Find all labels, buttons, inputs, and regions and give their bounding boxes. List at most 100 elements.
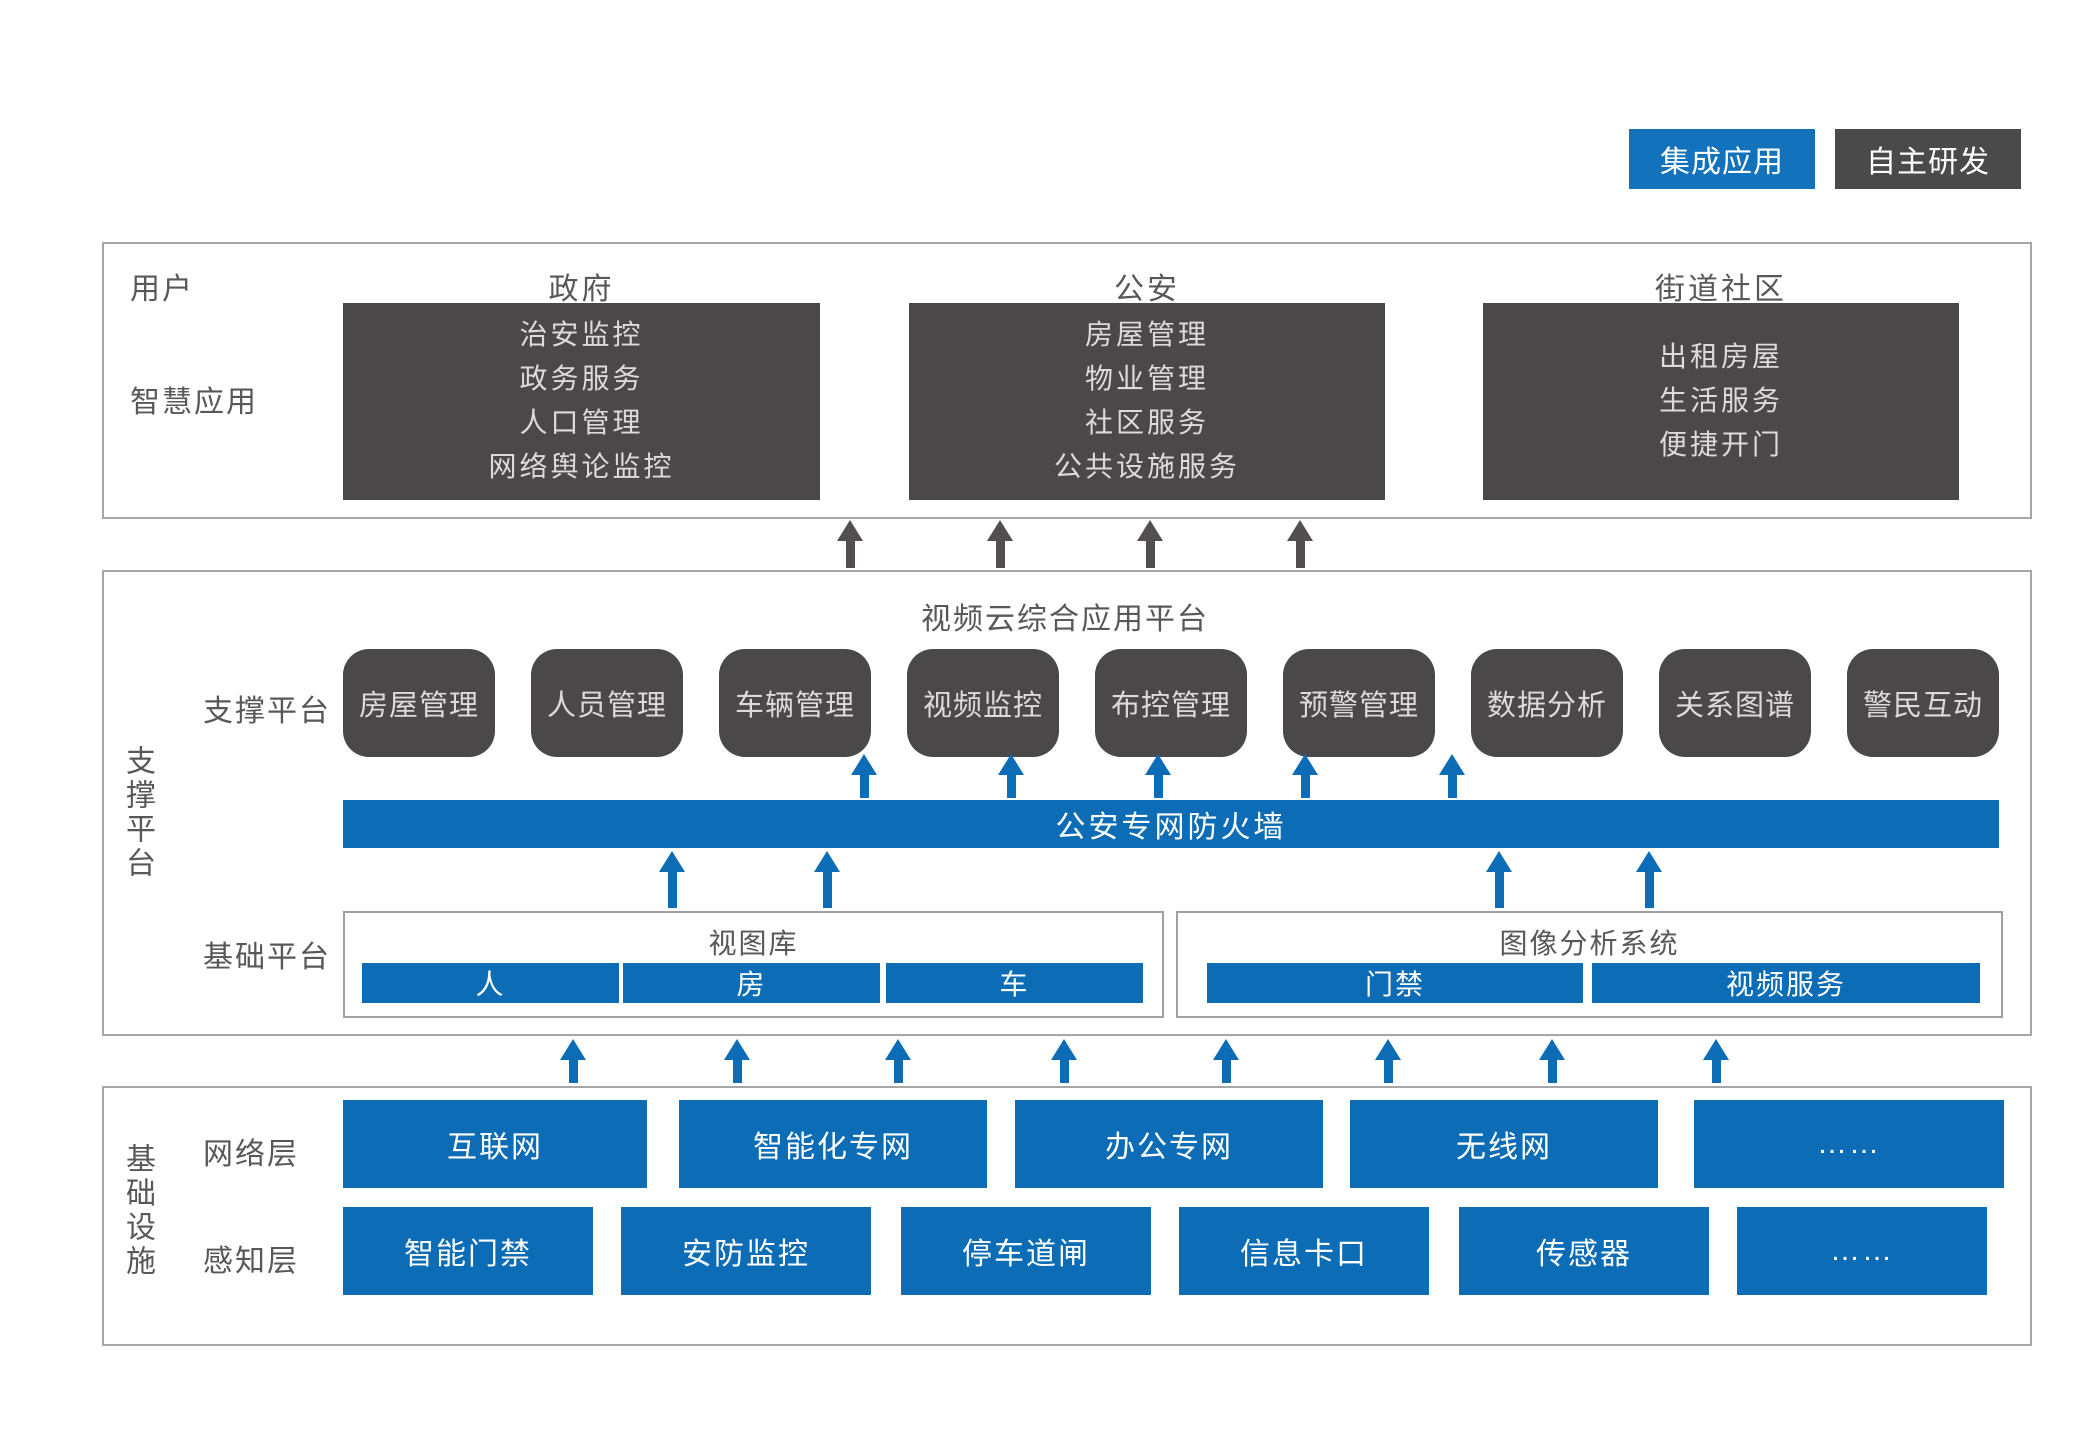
app-item: 政务服务 — [519, 363, 644, 395]
support-row-label: 支撑平台 — [203, 695, 331, 728]
support-box-analysis: 数据分析 — [1471, 649, 1623, 757]
app-item: 出租房屋 — [1658, 341, 1783, 373]
up-arrow-icon — [985, 520, 1015, 568]
firewall-label: 公安专网防火墙 — [1055, 811, 1287, 844]
up-arrow-icon — [849, 754, 879, 798]
up-arrow-icon — [996, 754, 1026, 798]
support-box-warning: 预警管理 — [1283, 649, 1435, 757]
support-box-label: 视频监控 — [922, 690, 1043, 722]
app-item: 生活服务 — [1658, 385, 1783, 417]
base-bar-label: 门禁 — [1364, 969, 1425, 1000]
sensing-box-access: 智能门禁 — [343, 1207, 593, 1295]
support-box-label: 预警管理 — [1298, 690, 1419, 722]
up-arrow-icon — [1437, 754, 1467, 798]
image-analysis-header: 图像分析系统 — [1499, 928, 1680, 959]
legend-self-developed: 自主研发 — [1835, 129, 2021, 189]
column-header-community: 街道社区 — [1655, 273, 1787, 306]
base-bar-car: 车 — [886, 963, 1143, 1003]
network-box-internet: 互联网 — [343, 1100, 647, 1188]
sensing-box-checkpoint: 信息卡口 — [1179, 1207, 1429, 1295]
support-box-vehicle: 车辆管理 — [719, 649, 871, 757]
support-box-personnel: 人员管理 — [531, 649, 683, 757]
support-box-control: 布控管理 — [1095, 649, 1247, 757]
base-bar-video-service: 视频服务 — [1592, 963, 1980, 1003]
network-box-more: …… — [1694, 1100, 2004, 1188]
support-box-label: 车辆管理 — [734, 690, 855, 722]
up-arrow-icon — [1484, 851, 1514, 908]
up-arrow-icon — [722, 1039, 752, 1083]
base-bar-label: 视频服务 — [1725, 969, 1846, 1000]
sensing-layer-label: 感知层 — [203, 1245, 299, 1278]
up-arrow-icon — [1135, 520, 1165, 568]
sensing-box-label: 安防监控 — [682, 1238, 810, 1271]
network-box-label: 无线网 — [1456, 1131, 1552, 1164]
up-arrow-icon — [1049, 1039, 1079, 1083]
users-row-label: 用户 — [130, 273, 194, 306]
support-box-label: 人员管理 — [546, 690, 667, 722]
support-box-police-citizen: 警民互动 — [1847, 649, 1999, 757]
up-arrow-icon — [558, 1039, 588, 1083]
app-item: 网络舆论监控 — [488, 450, 675, 482]
up-arrow-icon — [1211, 1039, 1241, 1083]
up-arrow-icon — [812, 851, 842, 908]
app-item: 房屋管理 — [1084, 319, 1209, 351]
legend-integrated-app: 集成应用 — [1629, 129, 1815, 189]
app-item: 公共设施服务 — [1053, 450, 1240, 482]
up-arrow-icon — [1285, 520, 1315, 568]
network-box-label: 智能化专网 — [753, 1131, 913, 1164]
infra-side-label: 基础设施 — [121, 1143, 154, 1279]
image-analysis-group: 图像分析系统 门禁 视频服务 — [1176, 911, 2003, 1018]
support-box-housing: 房屋管理 — [343, 649, 495, 757]
sensing-box-more: …… — [1737, 1207, 1987, 1295]
column-header-government: 政府 — [548, 273, 615, 306]
sensing-box-sensor: 传感器 — [1459, 1207, 1709, 1295]
view-library-group: 视图库 人 房 车 — [343, 911, 1164, 1018]
base-bar-label: 车 — [999, 969, 1030, 1000]
app-item: 便捷开门 — [1658, 428, 1783, 460]
platform-title: 视频云综合应用平台 — [921, 603, 1209, 636]
support-box-graph: 关系图谱 — [1659, 649, 1811, 757]
view-library-header: 视图库 — [708, 928, 799, 959]
base-bar-person: 人 — [362, 963, 619, 1003]
network-box-office: 办公专网 — [1015, 1100, 1323, 1188]
base-bar-label: 人 — [475, 969, 506, 1000]
sensing-box-parking: 停车道闸 — [901, 1207, 1151, 1295]
firewall-bar: 公安专网防火墙 — [343, 800, 1999, 848]
sensing-box-label: 停车道闸 — [962, 1238, 1090, 1271]
sensing-box-security: 安防监控 — [621, 1207, 871, 1295]
app-item: 物业管理 — [1084, 363, 1209, 395]
column-header-police: 公安 — [1114, 273, 1180, 306]
network-box-label: 办公专网 — [1105, 1131, 1233, 1164]
up-arrow-icon — [1537, 1039, 1567, 1083]
base-bar-label: 房 — [736, 969, 767, 1000]
sensing-box-label: …… — [1830, 1234, 1894, 1267]
up-arrow-icon — [657, 851, 687, 908]
up-arrow-icon — [1290, 754, 1320, 798]
network-box-label: 互联网 — [447, 1131, 543, 1164]
up-arrow-icon — [1143, 754, 1173, 798]
base-row-label: 基础平台 — [203, 941, 331, 974]
sensing-box-label: 智能门禁 — [404, 1238, 532, 1271]
app-item: 治安监控 — [519, 319, 644, 351]
government-apps-box: 治安监控 政务服务 人口管理 网络舆论监控 — [343, 303, 820, 500]
network-box-intelligent: 智能化专网 — [679, 1100, 987, 1188]
network-box-label: …… — [1817, 1127, 1881, 1160]
network-layer-label: 网络层 — [203, 1138, 299, 1171]
up-arrow-icon — [1701, 1039, 1731, 1083]
community-apps-box: 出租房屋 生活服务 便捷开门 — [1483, 303, 1959, 500]
app-item: 社区服务 — [1084, 407, 1209, 438]
legend-self-developed-label: 自主研发 — [1866, 146, 1990, 179]
support-box-label: 关系图谱 — [1674, 690, 1795, 722]
smart-apps-row-label: 智慧应用 — [130, 386, 258, 419]
sensing-box-label: 传感器 — [1536, 1238, 1632, 1271]
platform-side-label: 支撑平台 — [121, 745, 154, 881]
support-box-label: 房屋管理 — [358, 690, 479, 722]
up-arrow-icon — [1634, 851, 1664, 908]
support-box-video: 视频监控 — [907, 649, 1059, 757]
support-box-label: 数据分析 — [1486, 690, 1607, 722]
network-box-wireless: 无线网 — [1350, 1100, 1658, 1188]
app-item: 人口管理 — [519, 407, 644, 438]
base-bar-house: 房 — [623, 963, 880, 1003]
base-bar-access: 门禁 — [1207, 963, 1583, 1003]
